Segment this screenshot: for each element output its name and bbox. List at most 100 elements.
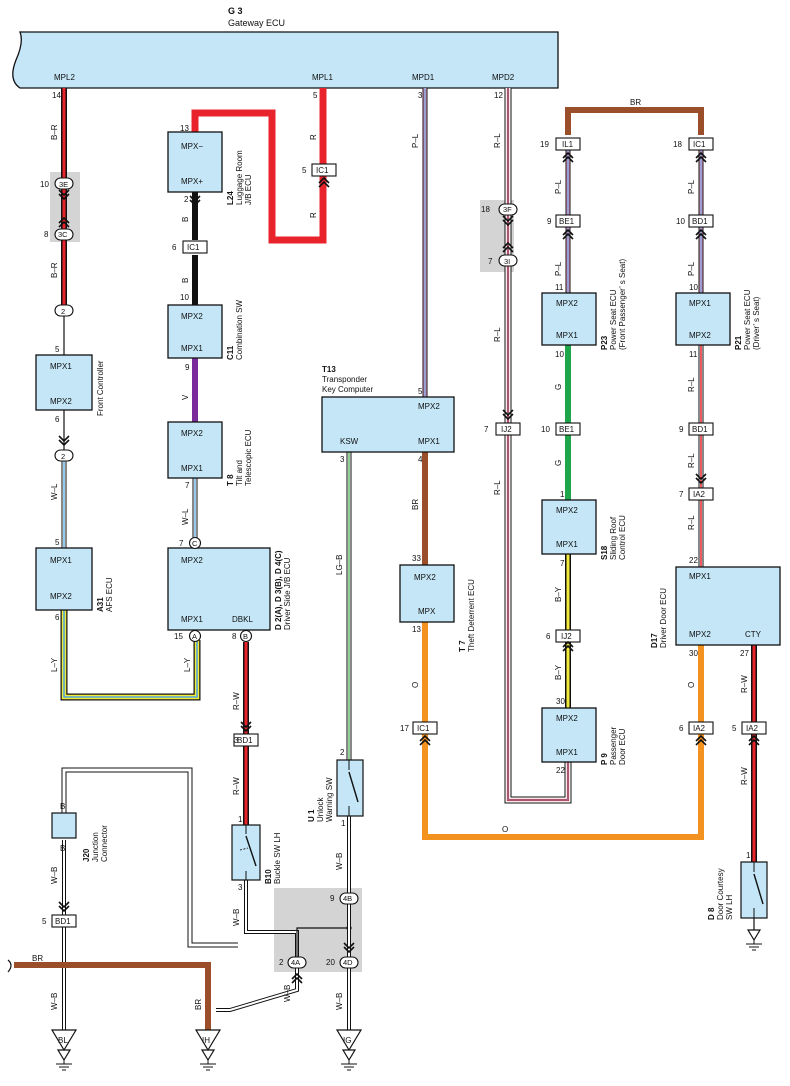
svg-text:LG–B: LG–B <box>335 555 344 575</box>
svg-text:R–L: R–L <box>493 133 502 148</box>
svg-text:B: B <box>181 278 190 283</box>
svg-text:BD1: BD1 <box>237 736 253 745</box>
svg-text:IA2: IA2 <box>693 724 706 733</box>
d2-box <box>167 547 271 631</box>
svg-text:R: R <box>309 212 318 218</box>
connector-a: A <box>188 629 202 643</box>
svg-text:1: 1 <box>238 815 243 824</box>
t13-top: MPX2 <box>418 402 440 411</box>
svg-text:7: 7 <box>488 257 493 266</box>
svg-text:1: 1 <box>341 819 346 828</box>
connector-b: B <box>239 629 253 643</box>
svg-text:G: G <box>554 460 563 466</box>
connector-4d: 4D <box>339 956 359 969</box>
svg-text:27: 27 <box>740 649 749 658</box>
svg-text:P 9: P 9 <box>600 753 609 765</box>
svg-text:R–W: R–W <box>740 675 749 693</box>
svg-text:O: O <box>502 825 508 834</box>
svg-text:C: C <box>192 539 198 548</box>
svg-text:B10: B10 <box>264 869 273 884</box>
wire-r-l-mpd2 <box>504 88 572 804</box>
c11-top: MPX2 <box>181 312 203 321</box>
svg-text:W–B: W–B <box>50 867 59 884</box>
svg-text:R–L: R–L <box>493 480 502 495</box>
junction-connector <box>51 812 77 839</box>
svg-text:IA2: IA2 <box>693 490 706 499</box>
svg-text:9: 9 <box>185 363 190 372</box>
svg-text:10: 10 <box>676 217 685 226</box>
svg-text:P–L: P–L <box>687 261 696 276</box>
svg-text:8: 8 <box>44 230 49 239</box>
gateway-pin-mpd1: MPD1 <box>412 73 435 82</box>
svg-text:Control ECU: Control ECU <box>618 515 627 560</box>
c11-bottom: MPX1 <box>181 344 203 353</box>
svg-text:W–L: W–L <box>181 508 190 525</box>
connector-c: C <box>188 536 202 550</box>
t13-code: T13 <box>322 365 336 374</box>
front-controller-bottom: MPX2 <box>50 397 72 406</box>
gateway-code: G 3 <box>228 6 243 16</box>
svg-text:9: 9 <box>547 217 552 226</box>
svg-text:6: 6 <box>679 724 684 733</box>
svg-text:W–B: W–B <box>50 993 59 1010</box>
svg-text:12: 12 <box>494 91 503 100</box>
a31-top: MPX1 <box>50 556 72 565</box>
svg-text:C11: C11 <box>226 345 235 360</box>
svg-text:5: 5 <box>418 387 423 396</box>
svg-text:G: G <box>554 384 563 390</box>
svg-text:6: 6 <box>55 613 60 622</box>
svg-text:P–L: P–L <box>687 179 696 194</box>
a31-bottom: MPX2 <box>50 592 72 601</box>
buckle-switch <box>231 824 261 881</box>
svg-text:17: 17 <box>400 724 409 733</box>
t7-box <box>399 564 455 623</box>
svg-text:P21: P21 <box>734 335 743 350</box>
connector-4a: 4A <box>287 956 307 969</box>
svg-text:BR: BR <box>630 98 641 107</box>
svg-text:B–R: B–R <box>50 124 59 140</box>
svg-text:R–W: R–W <box>740 767 749 785</box>
svg-text:Passenger: Passenger <box>609 726 618 765</box>
svg-text:W–B: W–B <box>335 993 344 1010</box>
svg-text:BL: BL <box>58 1036 68 1045</box>
svg-text:SW LH: SW LH <box>725 894 734 920</box>
svg-text:2: 2 <box>61 307 65 316</box>
c11-box <box>167 304 223 359</box>
svg-text:4B: 4B <box>343 894 352 903</box>
svg-text:BR: BR <box>194 999 203 1010</box>
p23-bottom: MPX1 <box>556 331 578 340</box>
wire-l-y <box>60 610 201 701</box>
gateway-pin-mpl1: MPL1 <box>312 73 333 82</box>
svg-text:5: 5 <box>313 91 318 100</box>
connector-3e: 3E <box>54 177 74 190</box>
svg-text:R–W: R–W <box>232 777 241 795</box>
svg-text:10: 10 <box>555 350 564 359</box>
svg-text:R–L: R–L <box>687 377 696 392</box>
t7-top: MPX2 <box>414 573 436 582</box>
svg-text:D 8: D 8 <box>707 907 716 920</box>
svg-text:13: 13 <box>180 124 189 133</box>
d17-box <box>675 566 781 646</box>
j20-pin-bottom: B <box>60 844 65 853</box>
svg-text:BD1: BD1 <box>692 217 708 226</box>
t13-box <box>321 396 455 453</box>
pin-numbers: 14 5 3 12 13 2 5 10 8 6 10 5 6 9 7 5 6 7… <box>40 91 751 967</box>
svg-text:5: 5 <box>42 917 47 926</box>
svg-text:Junction: Junction <box>91 832 100 862</box>
svg-text:AFS ECU: AFS ECU <box>105 577 114 612</box>
svg-text:Sliding Roof: Sliding Roof <box>609 516 618 560</box>
t8-top: MPX2 <box>181 429 203 438</box>
svg-text:6: 6 <box>55 415 60 424</box>
svg-text:1: 1 <box>560 490 565 499</box>
svg-text:R: R <box>309 134 318 140</box>
p23-box <box>541 292 597 346</box>
wire-w-b-junction <box>61 767 238 948</box>
svg-text:11: 11 <box>689 350 698 359</box>
s18-top: MPX2 <box>556 506 578 515</box>
svg-text:V: V <box>181 394 190 400</box>
door-courtesy-switch <box>740 861 768 919</box>
svg-text:P23: P23 <box>600 335 609 350</box>
svg-text:IL1: IL1 <box>562 140 574 149</box>
l24-box <box>167 131 223 193</box>
connector-3f: 3F <box>498 203 518 216</box>
